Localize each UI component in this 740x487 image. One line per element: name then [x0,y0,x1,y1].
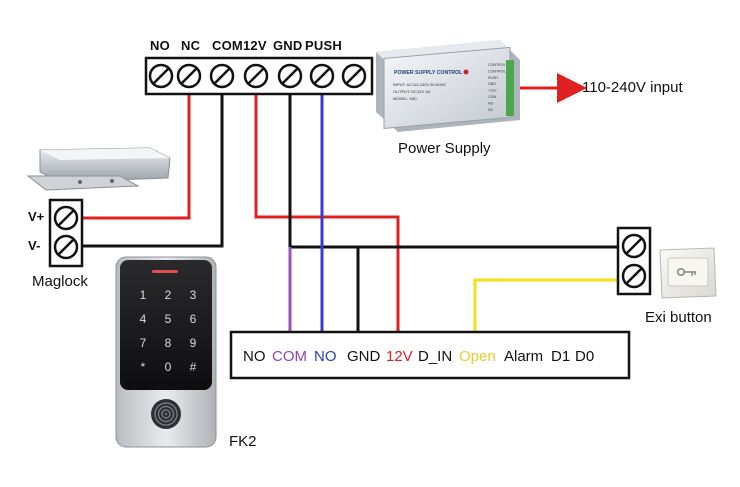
keypad-key: 0 [165,360,172,374]
psu-terminal-text: NC [488,108,494,112]
wire-open-yellow [473,278,630,332]
exit-screw-2 [621,263,647,289]
controller-terminal-label: D0 [575,348,594,365]
power-supply-label: Power Supply [398,140,491,157]
psu-green-terminal-icon [506,60,514,116]
maglock-vminus-label: V- [28,238,41,253]
keypad-key: 9 [190,336,197,350]
controller-terminal-label: NO [243,348,266,365]
relay-terminal-label: GND [273,38,303,53]
controller-terminal-label: GND [347,348,381,365]
wire-nc-red [80,77,191,220]
keypad-key: * [141,360,146,374]
relay-terminal-label: COM [212,38,243,53]
relay-screw [341,63,367,89]
psu-terminal-text: CONTROL [488,69,506,73]
psu-terminal-text: PUSH [488,76,498,80]
keypad-key: 5 [165,312,172,326]
exit-button-terminal-block [616,226,652,296]
exit-button-label: Exi button [645,309,712,326]
keypad-key: 1 [140,288,147,302]
controller-terminal-label: NO [314,348,337,365]
keypad-key: # [190,360,197,374]
fingerprint-icon [151,399,181,429]
keypad-key: 2 [165,288,172,302]
power-supply-unit: POWER SUPPLY CONTROL INPUT: AC110-240V 5… [376,40,520,132]
relay-screw [176,63,202,89]
psu-panel-line-3: MODEL: K80 [393,96,417,101]
relay-terminal-label: 12V [243,38,267,53]
keypad-key: 8 [165,336,172,350]
relay-terminal-block [144,56,374,96]
keypad-key: 6 [190,312,197,326]
relay-screw [309,63,335,89]
wire-com-black [80,77,224,248]
maglock-screw-vplus [53,205,79,231]
psu-terminal-text: NO [488,101,494,105]
keypad-led-icon [152,270,178,273]
exit-button-device [659,247,717,299]
controller-terminal-label: Alarm [504,348,543,365]
psu-panel-title: POWER SUPPLY CONTROL [394,70,463,76]
psu-panel-line-2: OUTPUT: DC12V 3A [393,89,430,94]
keypad-key: 7 [140,336,147,350]
keypad-model-label: FK2 [229,433,257,450]
controller-terminal-label: Open [459,348,496,365]
controller-terminal-label: 12V [386,348,413,365]
controller-terminal-label: D1 [551,348,570,365]
exit-screw-1 [621,233,647,259]
maglock-label: Maglock [32,273,88,290]
keypad-key: 3 [190,288,197,302]
relay-terminal-label: PUSH [305,38,342,53]
controller-terminal-label: COM [272,348,307,365]
wires [80,73,630,332]
wire-12v-red [254,77,400,332]
keypad-device: 1 2 3 4 5 6 7 8 9 * 0 # [115,256,217,448]
maglock-device [26,147,171,191]
relay-screw [148,63,174,89]
psu-led-icon [463,69,469,75]
relay-screw [243,63,269,89]
relay-screw [209,63,235,89]
psu-terminal-text: GND [488,82,496,86]
controller-terminal-label: D_IN [418,348,452,365]
maglock-screw-vminus [53,234,79,260]
keypad-key: 4 [140,312,147,326]
maglock-vplus-label: V+ [28,209,45,224]
psu-terminal-text: +12V [488,89,497,93]
relay-terminal-label: NO [150,38,170,53]
maglock-terminal-block [48,198,84,268]
controller-terminal-strip: NO COM NO GND 12V D_IN Open Alarm D1 D0 [229,330,631,380]
relay-screw [277,63,303,89]
key-icon [676,267,696,276]
relay-terminal-label: NC [181,38,201,53]
psu-terminal-text: COM [488,95,496,99]
psu-terminal-text: CONTROL [488,63,506,67]
wire-gnd-black [288,77,360,332]
psu-panel-line-1: INPUT: AC110-240V 50-60HZ [393,82,446,87]
input-label: 110-240V input [582,79,683,96]
